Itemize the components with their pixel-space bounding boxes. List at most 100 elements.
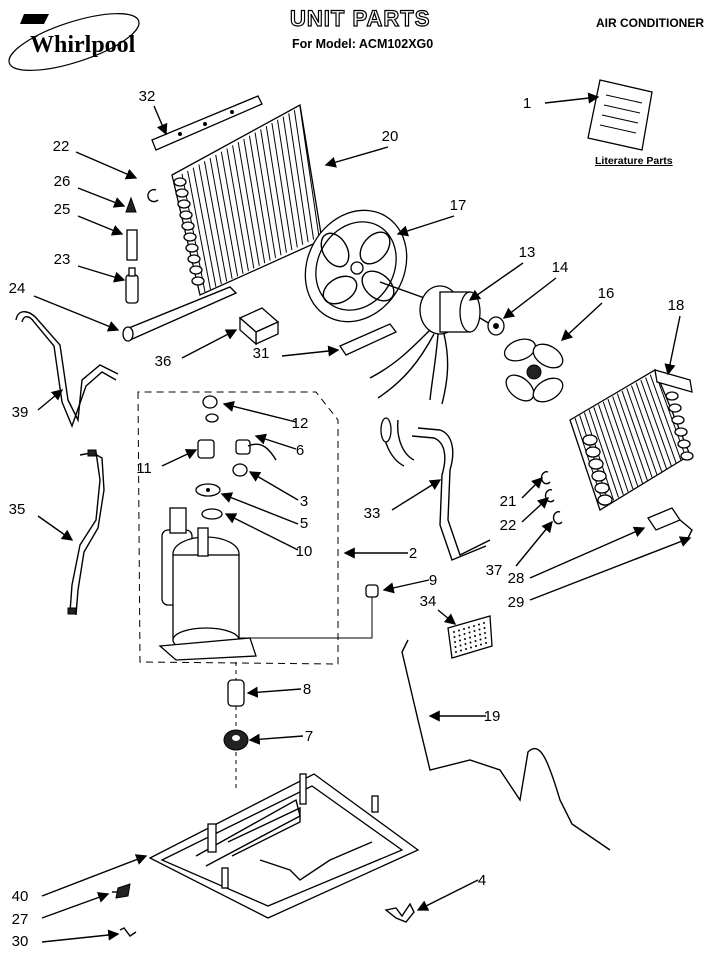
valve-core-26 (125, 196, 137, 213)
callout-number: 33 (364, 505, 381, 522)
callout-number: 4 (478, 872, 486, 889)
evaporator-coil (569, 369, 694, 511)
callout-number: 29 (508, 594, 525, 611)
leader-line (468, 262, 524, 301)
literature-caption: Literature Parts (595, 155, 673, 167)
leader-line (41, 892, 110, 919)
callout-number: 17 (450, 197, 467, 214)
bracket-5 (195, 483, 221, 497)
callout-number: 2 (409, 545, 417, 562)
leader-line (382, 579, 430, 594)
leader-line (560, 302, 603, 341)
callout-number: 7 (305, 728, 313, 745)
leader-line (161, 449, 198, 467)
callout-number: 28 (508, 570, 525, 587)
callout-number: 25 (54, 201, 71, 218)
callout-number: 24 (9, 280, 26, 297)
callout-number: 6 (296, 442, 304, 459)
callout-number: 10 (296, 543, 313, 560)
grommet-3 (232, 463, 248, 477)
callout-number: 3 (300, 493, 308, 510)
relay-11 (197, 439, 215, 459)
callout-number: 20 (382, 128, 399, 145)
leader-line (391, 479, 442, 511)
nut-12 (202, 395, 218, 409)
leader-line (77, 265, 126, 283)
callout-number: 14 (552, 259, 569, 276)
callout-number: 27 (12, 911, 29, 928)
top-bracket (151, 95, 263, 151)
leader-line (521, 497, 550, 523)
sensor-bracket (647, 507, 693, 539)
callout-number: 13 (519, 244, 536, 261)
terminal-cover-10 (201, 508, 223, 520)
washer-6 (205, 413, 219, 423)
fitting-23 (125, 267, 139, 304)
leader-line (416, 879, 479, 911)
fan-motor (369, 281, 501, 405)
leader-line (529, 526, 646, 579)
leader-line (41, 929, 120, 943)
leader-line (664, 315, 681, 376)
leader-line (77, 215, 124, 236)
mount-7 (223, 729, 249, 751)
leader-line (246, 686, 302, 698)
callout-number: 22 (53, 138, 70, 155)
leader-line (37, 515, 74, 541)
fan-shroud (304, 209, 408, 323)
drain-tube (122, 286, 238, 342)
block-36 (238, 307, 280, 346)
literature-card (587, 79, 653, 151)
callout-number: 1 (523, 95, 531, 112)
wire-harness (67, 449, 105, 616)
leader-line (254, 433, 297, 450)
callout-number: 26 (54, 173, 71, 190)
leader-line (33, 295, 120, 332)
model-subtitle: For Model: ACM102XG0 (292, 37, 434, 51)
leader-line (224, 513, 299, 551)
bracket-4 (384, 902, 415, 923)
callout-number: 12 (292, 415, 309, 432)
overload-3 (235, 439, 277, 461)
callout-number: 37 (486, 562, 503, 579)
fan-hub (487, 316, 505, 336)
leader-line (37, 389, 64, 411)
callout-number: 9 (429, 572, 437, 589)
leader-line (324, 146, 389, 168)
leader-line (521, 477, 543, 499)
leader-line (153, 105, 168, 136)
filter-34 (447, 615, 493, 659)
category-label: AIR CONDITIONER (596, 16, 704, 30)
callout-numbers: 1234567891011121314161718192021222223242… (9, 88, 685, 950)
spacer-8 (227, 679, 245, 707)
callout-number: 21 (500, 493, 517, 510)
callout-number: 18 (668, 297, 685, 314)
leader-line (248, 733, 304, 745)
leader-line (515, 520, 553, 567)
callout-number: 19 (484, 708, 501, 725)
leader-line (77, 187, 126, 208)
leader-line (281, 345, 340, 357)
leader-line (220, 492, 299, 525)
clip-21 (540, 471, 551, 485)
leader-line (248, 471, 299, 501)
whirlpool-logo: Whirlpool (4, 2, 174, 74)
screw-27 (112, 883, 131, 899)
leader-line (544, 92, 600, 104)
leader-line (529, 536, 692, 601)
leader-line (41, 854, 148, 897)
clip-30 (119, 927, 137, 937)
clip-22-top (147, 188, 159, 203)
base-pan (148, 773, 420, 919)
callout-number: 23 (54, 251, 71, 268)
capillary-19 (401, 639, 611, 851)
bar-31 (339, 323, 398, 356)
callout-number: 35 (9, 501, 26, 518)
callout-number: 8 (303, 681, 311, 698)
leader-line (502, 277, 557, 319)
callout-number: 30 (12, 933, 29, 950)
leader-line (396, 215, 455, 237)
compressor (158, 507, 257, 661)
leader-line (181, 329, 238, 359)
